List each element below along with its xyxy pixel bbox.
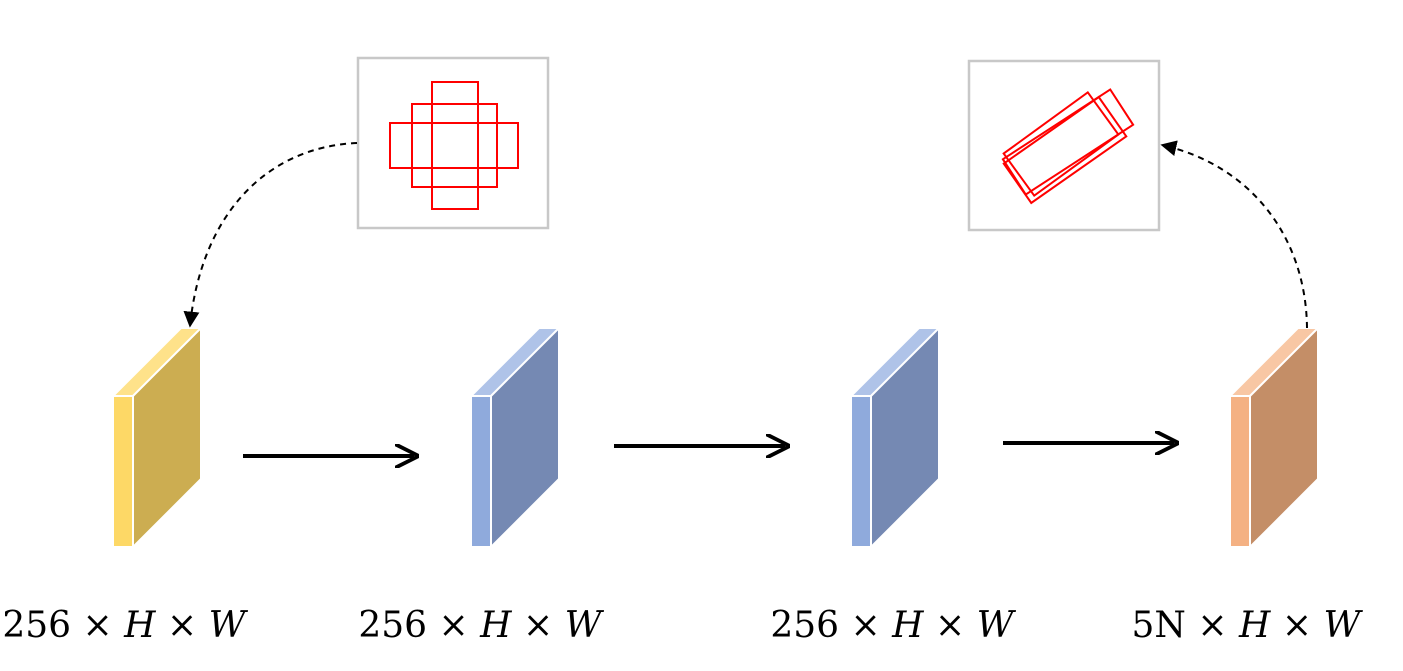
tensor-front-face <box>470 395 492 548</box>
tensor-block-hidden-2 <box>848 325 942 550</box>
dim-channels: 256 <box>358 605 427 646</box>
dim-width: W <box>209 605 249 646</box>
dim-times: × <box>935 605 965 646</box>
tensor-side-face <box>870 325 940 550</box>
tensor-block-hidden-1 <box>468 325 562 550</box>
tensor-front-face <box>850 395 872 548</box>
dashed-arrow-output-to-rotated <box>1160 140 1308 329</box>
rotated-panel-frame <box>967 59 1161 232</box>
dim-height: H <box>891 605 924 646</box>
tensor-block-input <box>110 325 204 550</box>
dim-times: × <box>439 605 469 646</box>
dim-label-hidden-2: 256 × H × W <box>770 605 1016 646</box>
dim-height: H <box>123 605 156 646</box>
dim-width: W <box>977 605 1017 646</box>
dim-height: H <box>1238 605 1271 646</box>
tensor-side-face <box>1249 325 1319 550</box>
dim-times: × <box>167 605 197 646</box>
dim-times: × <box>851 605 881 646</box>
dashed-arrow-anchors-to-input <box>183 142 358 328</box>
tensor-front-face <box>1229 395 1251 548</box>
dim-label-hidden-1: 256 × H × W <box>358 605 604 646</box>
dim-times: × <box>1282 605 1312 646</box>
dim-label-output: 5N × H × W <box>1132 605 1364 646</box>
dim-channels: 5N <box>1132 605 1186 646</box>
tensor-side-face <box>132 325 202 550</box>
tensor-block-output <box>1227 325 1321 550</box>
dim-width: W <box>565 605 605 646</box>
rotated-boxes-icon <box>967 59 1161 232</box>
horizontal-anchor-boxes-icon <box>356 56 550 230</box>
tensor-side-face <box>490 325 560 550</box>
dim-times: × <box>83 605 113 646</box>
dim-height: H <box>479 605 512 646</box>
tensor-front-face <box>112 395 134 548</box>
dim-width: W <box>1323 605 1363 646</box>
dim-channels: 256 <box>770 605 839 646</box>
anchor-panel-frame <box>356 56 550 230</box>
dim-label-input: 256 × H × W <box>2 605 248 646</box>
dim-times: × <box>523 605 553 646</box>
dim-times: × <box>1197 605 1227 646</box>
dim-channels: 256 <box>2 605 71 646</box>
